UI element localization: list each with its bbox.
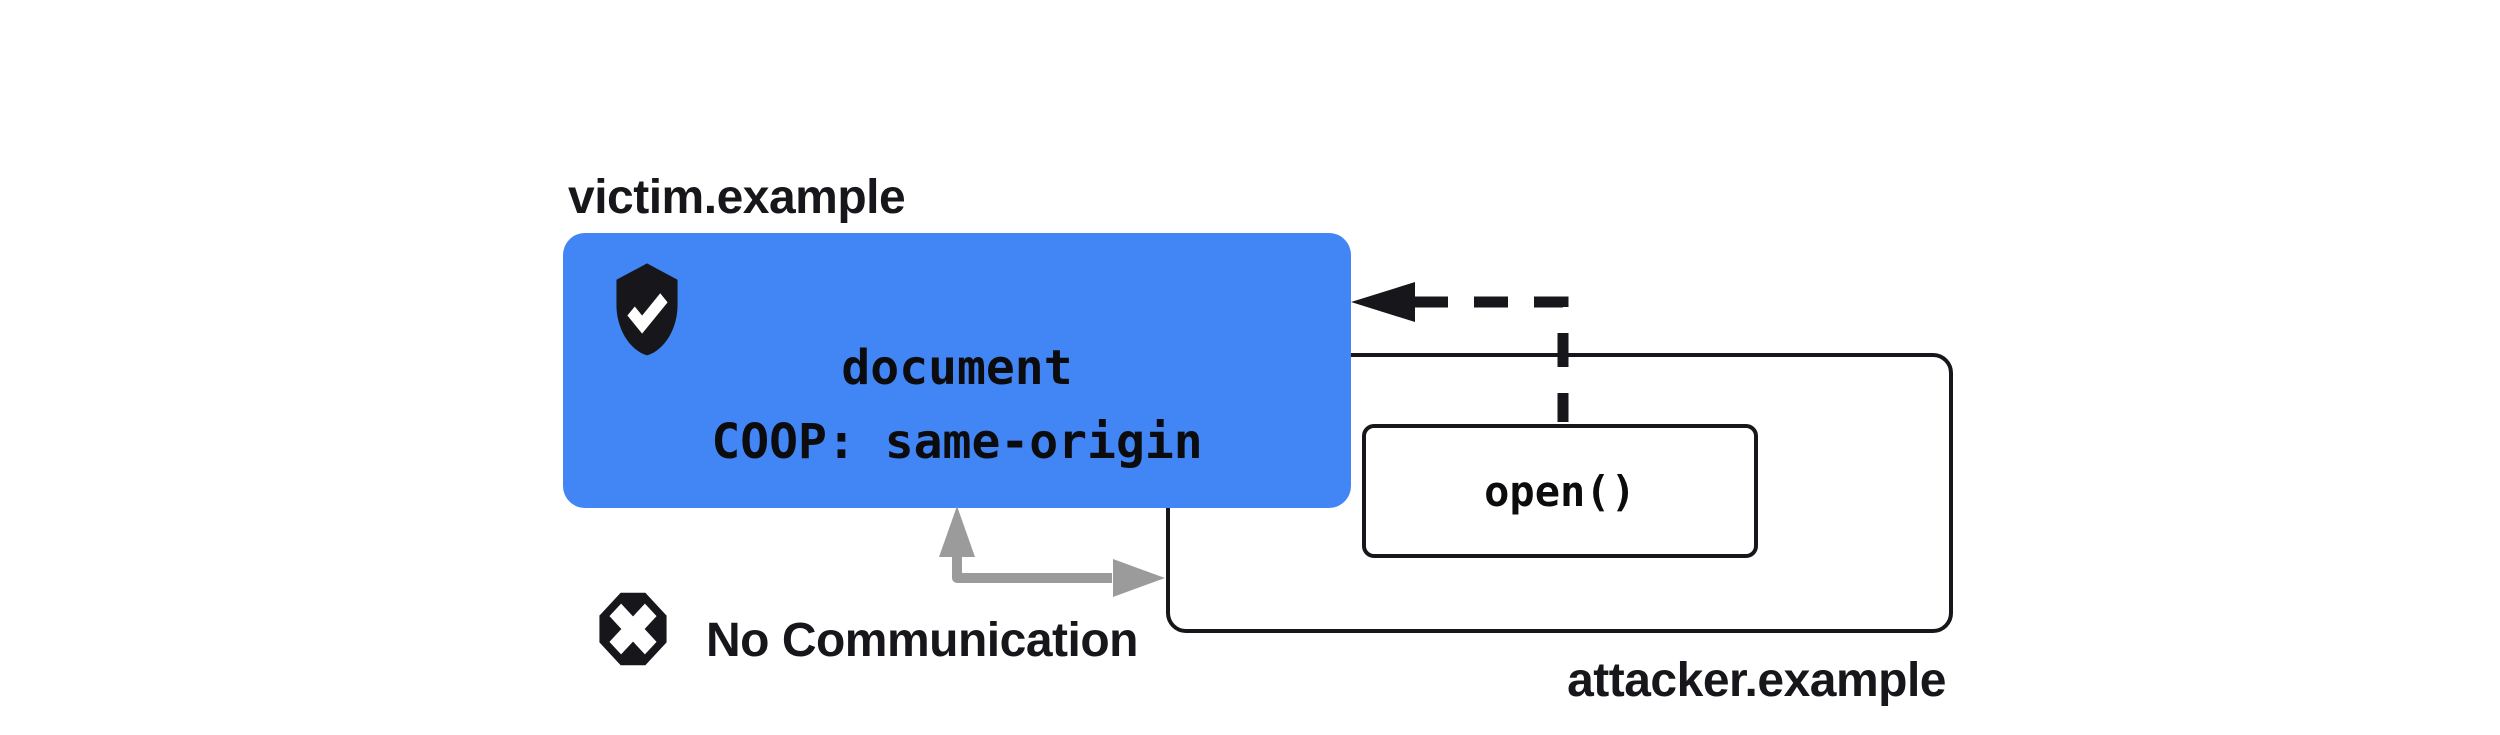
open-call-box: open() bbox=[1362, 424, 1758, 558]
no-communication-label: No Communication bbox=[706, 614, 1139, 667]
victim-domain-label: victim.example bbox=[568, 171, 906, 224]
no-communication-arrow bbox=[939, 506, 1165, 597]
shield-check-icon bbox=[616, 263, 678, 356]
coop-header-line: COOP: same-origin bbox=[711, 414, 1203, 470]
blocked-x-icon bbox=[599, 592, 667, 666]
attacker-domain-label: attacker.example bbox=[1567, 654, 1946, 707]
document-line: document bbox=[841, 340, 1073, 396]
open-call-label: open() bbox=[1484, 466, 1636, 516]
